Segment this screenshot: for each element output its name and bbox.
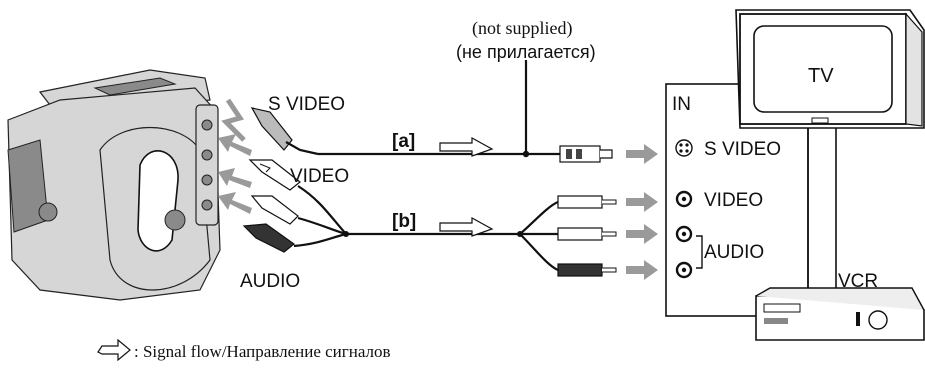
vcr-label: VCR <box>838 271 878 292</box>
audio-white-plug-camcorder <box>250 195 299 225</box>
vcr-illustration <box>755 287 925 341</box>
svideo-jack-icon <box>675 139 693 157</box>
panel-input-arrows <box>626 144 658 280</box>
camcorder-svideo-label: S VIDEO <box>268 94 345 115</box>
panel-video-label: VIDEO <box>704 190 763 211</box>
camcorder-illustration <box>7 69 246 301</box>
cable-note-en: (not supplied) <box>472 18 573 39</box>
video-plug-camcorder <box>248 159 301 191</box>
video-plug-vcr <box>557 195 617 209</box>
legend-arrow-icon <box>97 338 131 362</box>
camcorder-video-label: VIDEO <box>290 166 349 187</box>
tv-stand <box>807 128 837 296</box>
svideo-plug-vcr <box>559 145 613 163</box>
audio-red-plug-camcorder <box>242 223 295 253</box>
cable-a-label: [a] <box>392 131 415 152</box>
flow-arrow-b <box>439 216 494 237</box>
svideo-plug-camcorder <box>250 107 319 156</box>
cable-b-label: [b] <box>392 211 416 232</box>
cable-a <box>318 60 560 158</box>
camcorder-output-arrows <box>218 134 252 214</box>
panel-svideo-label: S VIDEO <box>704 139 781 160</box>
tv-label: TV <box>808 65 834 87</box>
panel-in-label: IN <box>672 94 691 115</box>
camcorder-audio-label: AUDIO <box>240 271 300 292</box>
flow-arrow-a <box>439 136 494 157</box>
tv-illustration <box>735 9 925 129</box>
panel-audio-label: AUDIO <box>704 242 764 263</box>
cable-note-ru: (не прилагается) <box>456 42 596 62</box>
audio-red-plug-vcr <box>557 263 617 277</box>
legend-text: : Signal flow/Направление сигналов <box>134 342 391 361</box>
audio-white-plug-vcr <box>557 227 617 241</box>
cable-b <box>293 185 559 272</box>
